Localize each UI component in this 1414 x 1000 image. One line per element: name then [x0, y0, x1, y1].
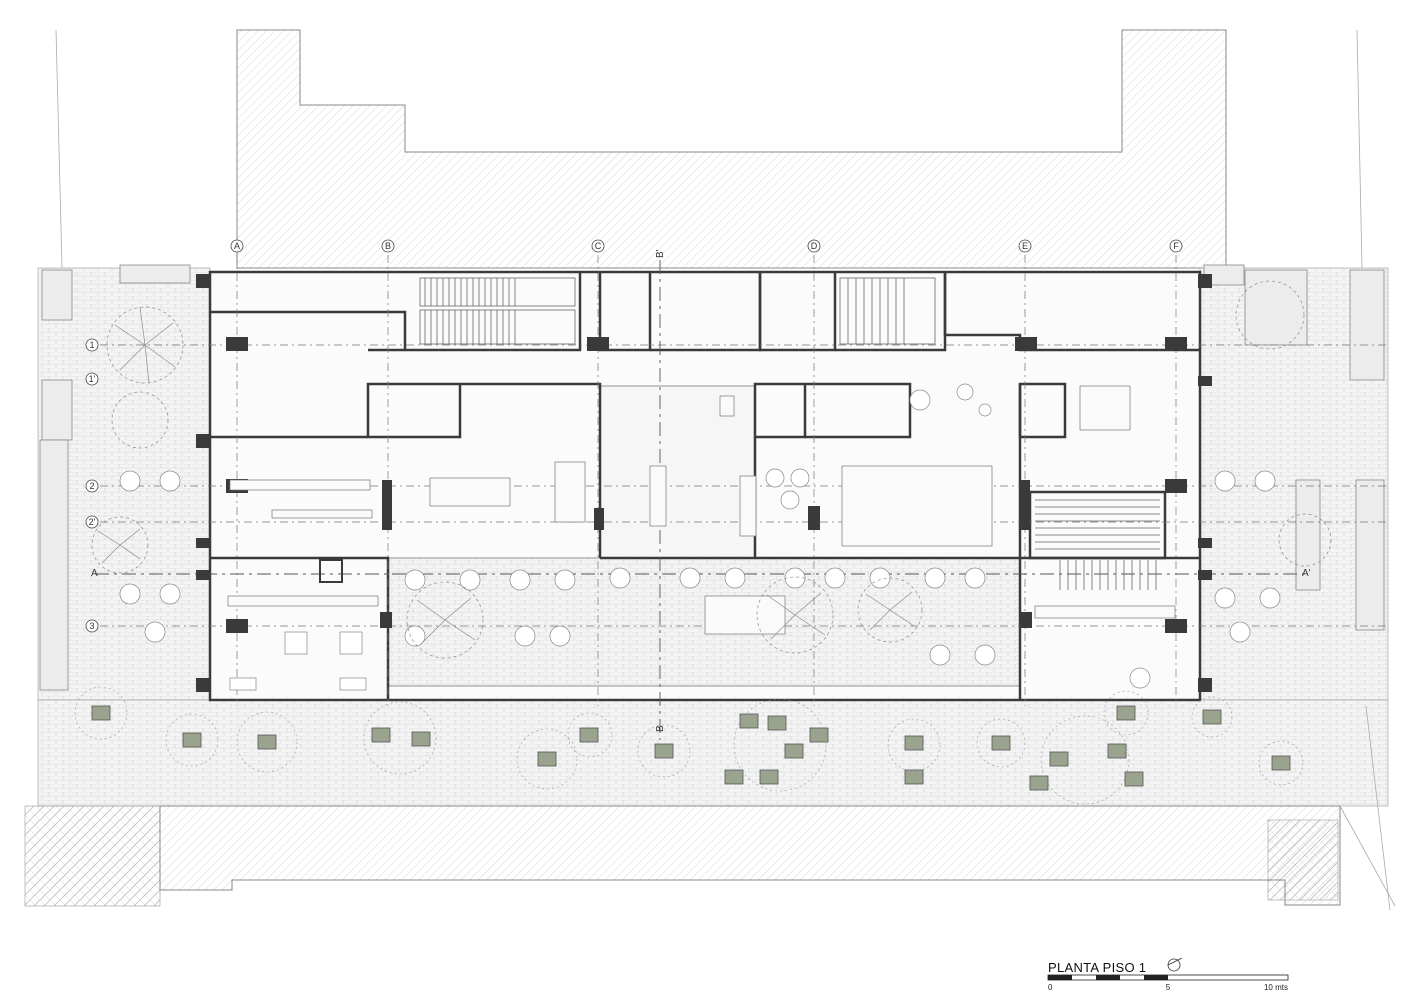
interior-walls	[210, 272, 1200, 700]
section-markers: A A' B' B	[91, 249, 1311, 732]
grid-row-bubbles: 1 1' 2 2' 3	[85, 338, 99, 633]
scale-bar: 0 5 10 mts	[1047, 974, 1289, 992]
columns	[196, 274, 1212, 692]
grid-column-label: A	[234, 241, 240, 251]
section-a-end-label: A'	[1302, 568, 1311, 579]
grid-column-label: E	[1022, 241, 1028, 251]
drawing-title: PLANTA PISO 1	[1048, 960, 1146, 975]
side-planters	[39, 264, 1385, 691]
street-trees	[91, 705, 1291, 791]
scale-label: 10 mts	[1264, 983, 1288, 992]
section-a-start-label: A	[91, 568, 98, 579]
grid-column-label: B	[385, 241, 391, 251]
trees	[91, 280, 1332, 659]
grid-row-label: 2	[89, 481, 94, 491]
tables	[119, 383, 1281, 691]
grid-row-label: 1'	[89, 374, 96, 384]
section-lines	[95, 260, 1310, 740]
grid-column-label: C	[595, 241, 602, 251]
grid-row-label: 1	[89, 340, 94, 350]
stairs	[419, 277, 1160, 590]
scale-label: 0	[1048, 983, 1053, 992]
grid-row-label: 2'	[89, 517, 96, 527]
section-b-start-label: B'	[655, 249, 666, 258]
furniture	[227, 385, 1176, 635]
scale-label: 5	[1166, 983, 1171, 992]
grid-column-label: D	[811, 241, 818, 251]
street-band	[159, 705, 1396, 911]
north-arrow-icon	[1167, 957, 1183, 972]
context-block	[55, 29, 1363, 269]
section-b-end-label: B	[655, 725, 666, 732]
patio-area	[387, 385, 1021, 687]
grid-row-label: 3	[89, 621, 94, 631]
title-block: PLANTA PISO 1 0 5 10 mts	[1047, 957, 1289, 992]
street-tree-canopies	[74, 686, 1304, 805]
grid-column-bubbles: A B C D E F	[230, 239, 1183, 253]
grid-column-label: F	[1173, 241, 1179, 251]
